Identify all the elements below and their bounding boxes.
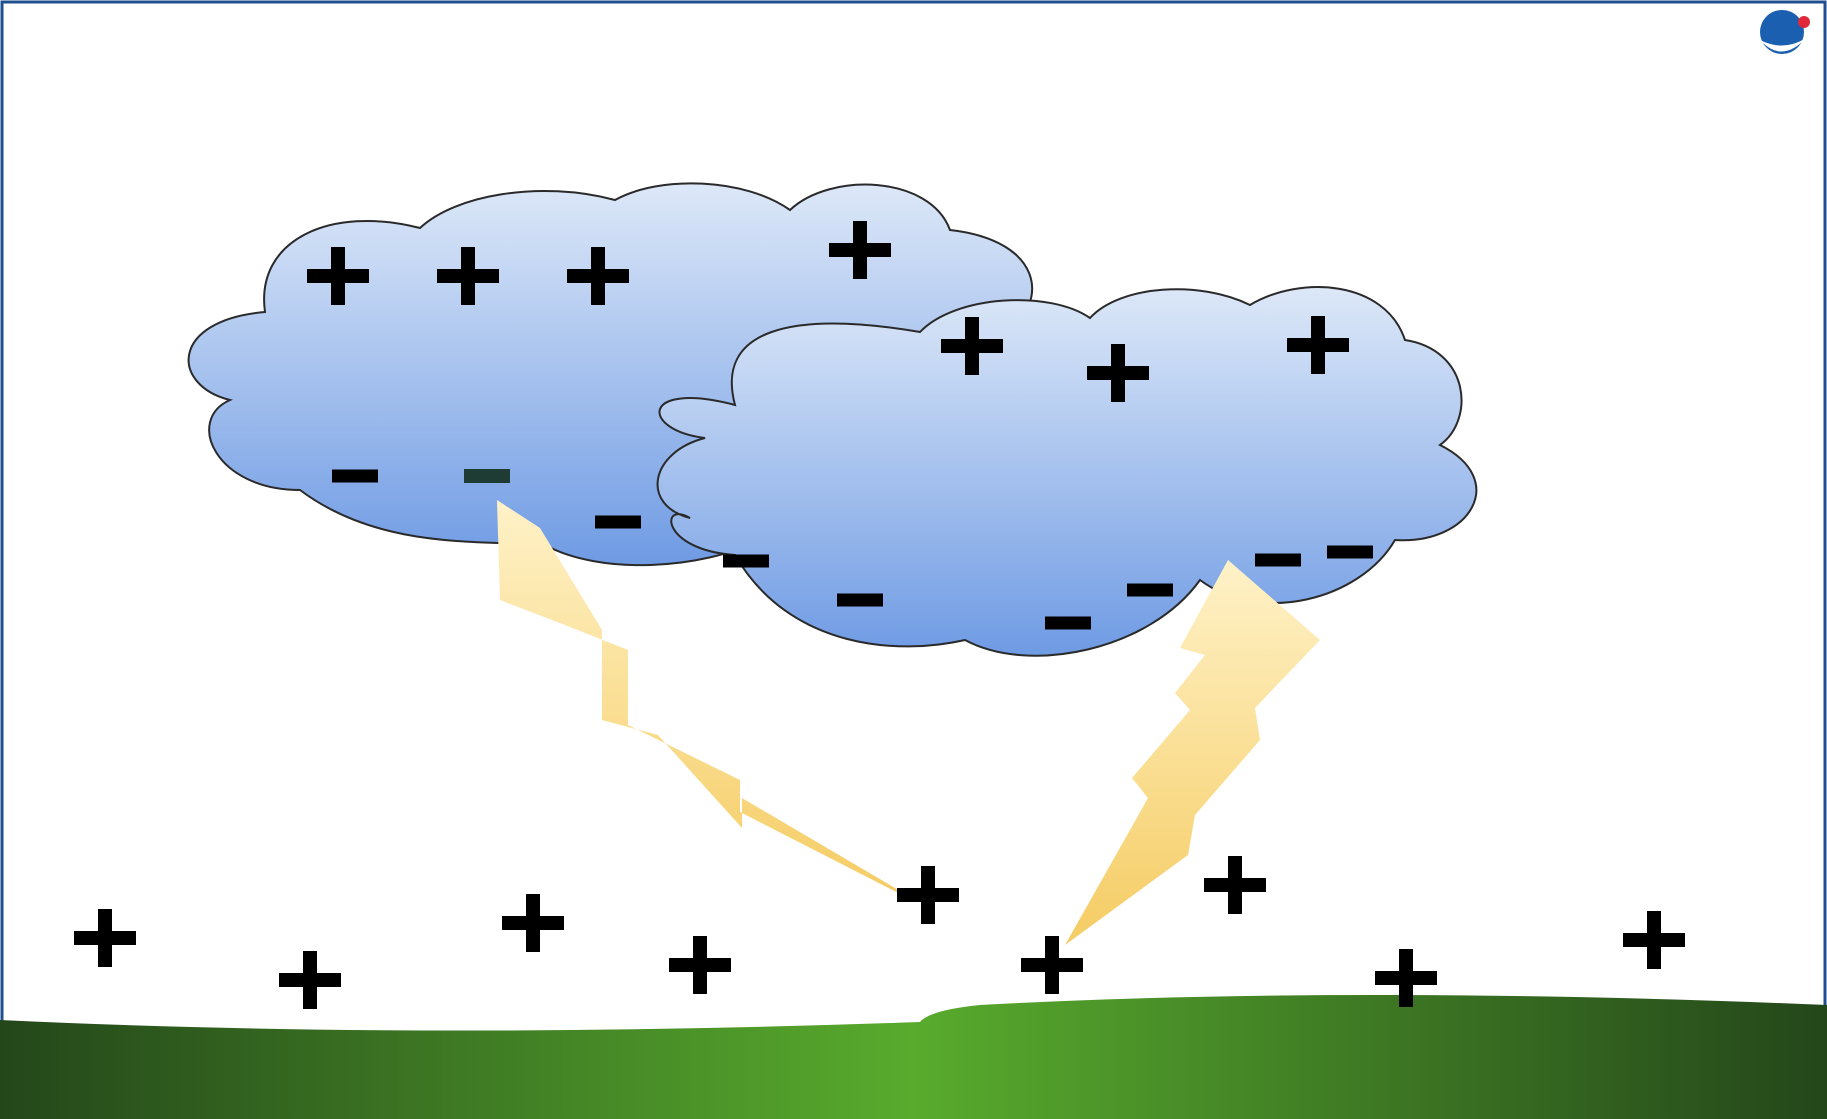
ground (0, 995, 1827, 1119)
minus-charge-icon (1255, 553, 1301, 567)
charge-marks (74, 221, 1685, 1009)
logo-circle (1760, 10, 1804, 54)
minus-charge-icon (464, 469, 510, 483)
lightning-bolt-right (1065, 560, 1320, 945)
minus-charge-icon (837, 593, 883, 607)
minus-charge-icon (1045, 616, 1091, 630)
minus-charge-icon (1127, 583, 1173, 597)
logo-dot (1798, 16, 1810, 28)
logo-swoosh (1760, 38, 1806, 52)
minus-charge-icon (332, 469, 378, 483)
minus-charge-icon (723, 554, 769, 568)
brand-logo (1760, 10, 1810, 54)
minus-charge-icon (595, 515, 641, 529)
minus-charge-icon (1327, 545, 1373, 559)
lightning-bolt-left (497, 500, 912, 900)
